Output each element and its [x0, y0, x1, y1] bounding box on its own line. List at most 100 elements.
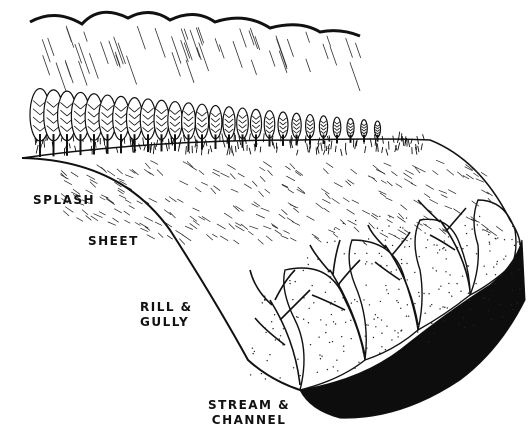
tree: [209, 105, 222, 149]
stipple-dot: [448, 292, 449, 293]
label-rill-line1: RILL &: [140, 300, 193, 315]
stipple-dot: [325, 332, 326, 333]
rain-cloud: [30, 12, 360, 36]
grass-blade: [370, 139, 372, 148]
stipple-dot: [350, 320, 351, 321]
hatch-stroke: [158, 233, 163, 238]
hatch-stroke: [235, 226, 244, 231]
grass-blade: [36, 145, 38, 153]
stipple-dot: [386, 325, 387, 326]
hatch-stroke: [405, 170, 414, 175]
hatch-stroke: [388, 233, 396, 236]
hatch-stroke: [362, 210, 370, 214]
gully-lobe-1: [284, 268, 365, 390]
stipple-dot: [280, 335, 281, 336]
hatch-stroke: [266, 236, 272, 241]
grass-blade: [307, 143, 309, 152]
hatch-stroke: [157, 169, 163, 175]
grass-blade: [153, 146, 154, 154]
stipple-dot: [366, 261, 367, 262]
stipple-dot: [341, 336, 342, 337]
hatch-stroke: [441, 195, 448, 198]
hatch-stroke: [94, 214, 103, 218]
stipple-dot: [502, 316, 503, 317]
stipple-dot: [279, 338, 280, 339]
hatch-stroke: [288, 189, 294, 193]
rain-streak: [89, 53, 98, 78]
grass-blade: [116, 147, 117, 152]
stipple-dot: [282, 344, 283, 345]
stipple-dot: [366, 285, 367, 286]
hatch-stroke: [387, 219, 393, 222]
grass-blade: [398, 142, 400, 150]
hatch-stroke: [185, 226, 193, 229]
stipple-dot: [476, 253, 477, 254]
stipple-dot: [488, 310, 489, 311]
hatch-stroke: [275, 230, 282, 235]
hatch-stroke: [453, 209, 462, 215]
grass-blade: [156, 140, 158, 147]
hatch-stroke: [167, 235, 173, 239]
stipple-dot: [334, 241, 335, 242]
stipple-dot: [379, 253, 380, 254]
grass-blade: [230, 148, 231, 155]
hatch-stroke: [212, 172, 220, 176]
stipple-dot: [466, 245, 467, 246]
stipple-dot: [471, 228, 472, 229]
stipple-dot: [367, 324, 368, 325]
stipple-dot: [398, 289, 399, 290]
stipple-dot: [362, 351, 363, 352]
hatch-stroke: [211, 188, 216, 194]
hatch-stroke: [447, 169, 454, 175]
stipple-dot: [495, 279, 496, 280]
stipple-dot: [303, 270, 304, 271]
hatch-stroke: [179, 181, 188, 185]
stipple-dot: [401, 263, 402, 264]
hatch-stroke: [396, 184, 402, 188]
hatch-stroke: [241, 224, 248, 230]
hatch-stroke: [125, 175, 133, 178]
rain-streak: [115, 52, 120, 65]
grass-blade: [169, 141, 170, 149]
hatch-stroke: [100, 197, 106, 200]
grass-blade: [186, 146, 187, 154]
hatch-stroke: [169, 196, 177, 201]
stipple-dot: [366, 348, 367, 349]
stipple-dot: [377, 317, 378, 318]
hatch-stroke: [119, 195, 126, 199]
hatch-stroke: [335, 227, 340, 230]
stipple-dot: [421, 309, 422, 310]
grass-blade: [291, 143, 293, 148]
grass-blade: [382, 147, 383, 153]
hatch-stroke: [326, 163, 333, 168]
hatch-stroke: [279, 214, 285, 219]
stipple-dot: [381, 346, 382, 347]
grass-blade: [227, 149, 229, 156]
hatch-stroke: [229, 224, 235, 230]
label-stream-line1: STREAM &: [208, 398, 290, 413]
stipple-dot: [401, 278, 402, 279]
hatch-stroke: [238, 173, 245, 177]
hatch-stroke: [261, 208, 270, 211]
rain-streak: [48, 38, 54, 56]
grass-blade: [95, 142, 96, 148]
stipple-dot: [437, 252, 438, 253]
hatch-stroke: [271, 224, 277, 228]
stipple-dot: [406, 263, 407, 264]
grass-blade: [273, 142, 275, 149]
hatch-stroke: [290, 163, 295, 169]
stipple-dot: [463, 317, 464, 318]
grass-blade: [151, 142, 152, 150]
stipple-dot: [483, 265, 484, 266]
hatch-stroke: [487, 192, 493, 196]
label-sheet: SHEET: [88, 234, 139, 249]
hatch-stroke: [445, 206, 452, 209]
stipple-dot: [343, 345, 344, 346]
grass-blade: [69, 143, 70, 148]
hatch-stroke: [108, 222, 116, 225]
stipple-dot: [406, 316, 407, 317]
stipple-dot: [400, 308, 401, 309]
rain-streak: [276, 36, 287, 67]
grass-blade: [144, 145, 146, 150]
grass-blade: [376, 143, 377, 152]
